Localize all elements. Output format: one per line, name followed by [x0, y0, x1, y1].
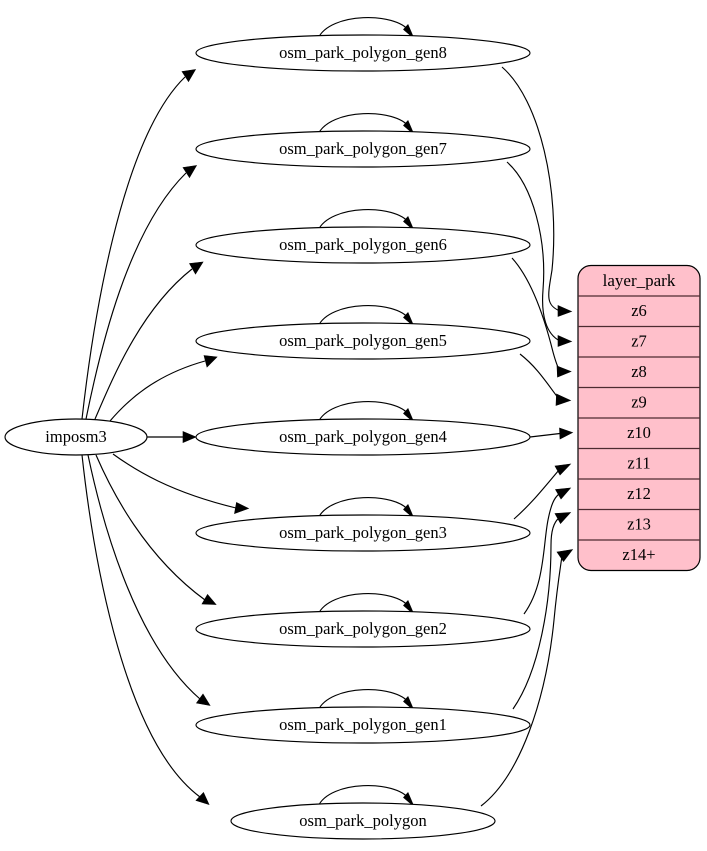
node-gen1[interactable]: osm_park_polygon_gen1 [195, 706, 531, 744]
node-gen8[interactable]: osm_park_polygon_gen8 [195, 34, 531, 72]
table-row-z6[interactable]: z6 [631, 301, 647, 320]
self-loop-gen7 [317, 112, 415, 135]
node-gen4-shape[interactable] [195, 418, 531, 456]
edge-imposm3-to-base [81, 454, 210, 805]
node-gen8-shape[interactable] [195, 34, 531, 72]
table-dividers [578, 295, 700, 541]
node-gen6-shape[interactable] [195, 226, 531, 264]
edge-imposm3-to-gen5 [109, 355, 218, 422]
node-gen4[interactable]: osm_park_polygon_gen4 [195, 418, 531, 456]
edge-imposm3-to-gen7 [85, 165, 198, 420]
edge-gen1-to-z13 [512, 512, 572, 710]
self-loop-gen6 [317, 208, 415, 231]
self-loop-gen3 [317, 496, 415, 519]
node-gen7-shape[interactable] [195, 130, 531, 168]
edges-source-to-nodes [81, 69, 250, 805]
edge-imposm3-to-gen1 [87, 454, 211, 706]
edge-imposm3-to-gen2 [95, 454, 217, 605]
polygon-nodes: osm_park_polygon_gen8 osm_park_polygon_g… [195, 34, 531, 840]
table-row-z11[interactable]: z11 [627, 453, 650, 472]
self-loop-gen1 [317, 688, 415, 711]
self-loop-gen5 [317, 304, 415, 327]
self-loop-gen4 [317, 400, 415, 423]
edge-gen5-to-z9 [519, 353, 572, 406]
table-row-z8[interactable]: z8 [631, 362, 647, 381]
node-gen5[interactable]: osm_park_polygon_gen5 [195, 322, 531, 360]
node-gen1-shape[interactable] [195, 706, 531, 744]
node-gen8-label: osm_park_polygon_gen8 [279, 43, 447, 62]
self-loop-gen8 [317, 16, 415, 39]
self-loops [317, 16, 415, 807]
node-gen5-shape[interactable] [195, 322, 531, 360]
edge-gen6-to-z8 [511, 257, 572, 378]
node-gen6[interactable]: osm_park_polygon_gen6 [195, 226, 531, 264]
edge-gen2-to-z12 [523, 487, 572, 615]
edge-gen3-to-z11 [513, 463, 572, 520]
node-gen1-label: osm_park_polygon_gen1 [279, 715, 447, 734]
table-row-z14plus[interactable]: z14+ [622, 545, 655, 564]
edge-base-to-z14 [480, 549, 574, 807]
node-gen2-label: osm_park_polygon_gen2 [279, 619, 447, 638]
node-gen3-shape[interactable] [195, 514, 531, 552]
node-imposm3-shape[interactable] [4, 418, 148, 456]
node-gen3-label: osm_park_polygon_gen3 [279, 523, 447, 542]
self-loop-gen2 [317, 592, 415, 615]
edges-nodes-to-table [480, 66, 574, 807]
table-header-label: layer_park [603, 271, 676, 290]
node-base[interactable]: osm_park_polygon [230, 802, 496, 840]
table-row-z13[interactable]: z13 [627, 514, 651, 533]
node-gen4-label: osm_park_polygon_gen4 [279, 427, 447, 446]
node-base-shape[interactable] [230, 802, 496, 840]
table-row-z7[interactable]: z7 [631, 331, 647, 350]
edge-imposm3-to-gen6 [94, 261, 204, 420]
edge-imposm3-to-gen4 [147, 431, 197, 443]
node-gen2-shape[interactable] [195, 610, 531, 648]
node-gen6-label: osm_park_polygon_gen6 [279, 235, 447, 254]
node-imposm3-label: imposm3 [45, 427, 106, 446]
node-gen3[interactable]: osm_park_polygon_gen3 [195, 514, 531, 552]
edge-gen8-to-z6 [501, 66, 573, 317]
table-row-z9[interactable]: z9 [631, 392, 647, 411]
node-gen5-label: osm_park_polygon_gen5 [279, 331, 447, 350]
edge-gen7-to-z7 [506, 161, 573, 347]
node-gen2[interactable]: osm_park_polygon_gen2 [195, 610, 531, 648]
edge-gen4-to-z10 [529, 427, 574, 440]
table-row-z12[interactable]: z12 [627, 484, 651, 503]
node-layer-park-table[interactable]: layer_park z6 z7 z8 z9 z10 z11 z12 z13 z… [577, 264, 701, 572]
table-row-z10[interactable]: z10 [627, 423, 651, 442]
node-gen7-label: osm_park_polygon_gen7 [279, 139, 447, 158]
node-base-label: osm_park_polygon [299, 811, 426, 830]
node-gen7[interactable]: osm_park_polygon_gen7 [195, 130, 531, 168]
node-imposm3[interactable]: imposm3 [4, 418, 148, 456]
edge-imposm3-to-gen3 [112, 453, 250, 514]
self-loop-base [317, 784, 415, 807]
edge-imposm3-to-gen8 [81, 69, 197, 420]
